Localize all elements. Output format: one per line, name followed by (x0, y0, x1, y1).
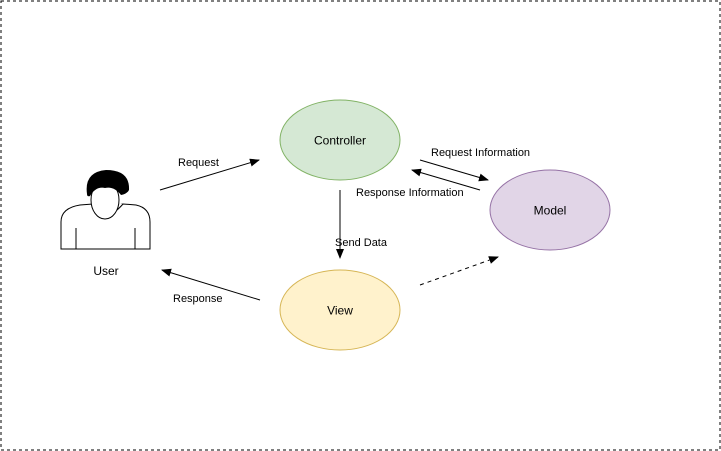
model-node[interactable]: Model (489, 169, 611, 251)
view-label: View (327, 304, 353, 318)
controller-ellipse (279, 99, 401, 181)
request-information-arrow[interactable] (419, 159, 489, 182)
view-node[interactable]: View (279, 269, 401, 351)
model-label: Model (534, 204, 567, 218)
view-ellipse (279, 269, 401, 351)
controller-label: Controller (314, 134, 366, 148)
user-label: User (93, 264, 118, 278)
response-arrow[interactable] (161, 268, 261, 301)
send-data-label: Send Data (335, 237, 388, 249)
model-ellipse (489, 169, 611, 251)
response-label: Response (173, 293, 223, 305)
response-information-label: Response Information (356, 187, 464, 199)
controller-node[interactable]: Controller (279, 99, 401, 181)
user-icon (60, 170, 151, 250)
response-information-arrow[interactable] (411, 168, 481, 191)
user-node[interactable]: User (60, 170, 151, 278)
request-information-label: Request Information (431, 147, 530, 159)
request-arrow[interactable] (159, 158, 260, 191)
request-label: Request (178, 157, 219, 169)
view-model-dashed-arrow[interactable] (419, 256, 499, 286)
